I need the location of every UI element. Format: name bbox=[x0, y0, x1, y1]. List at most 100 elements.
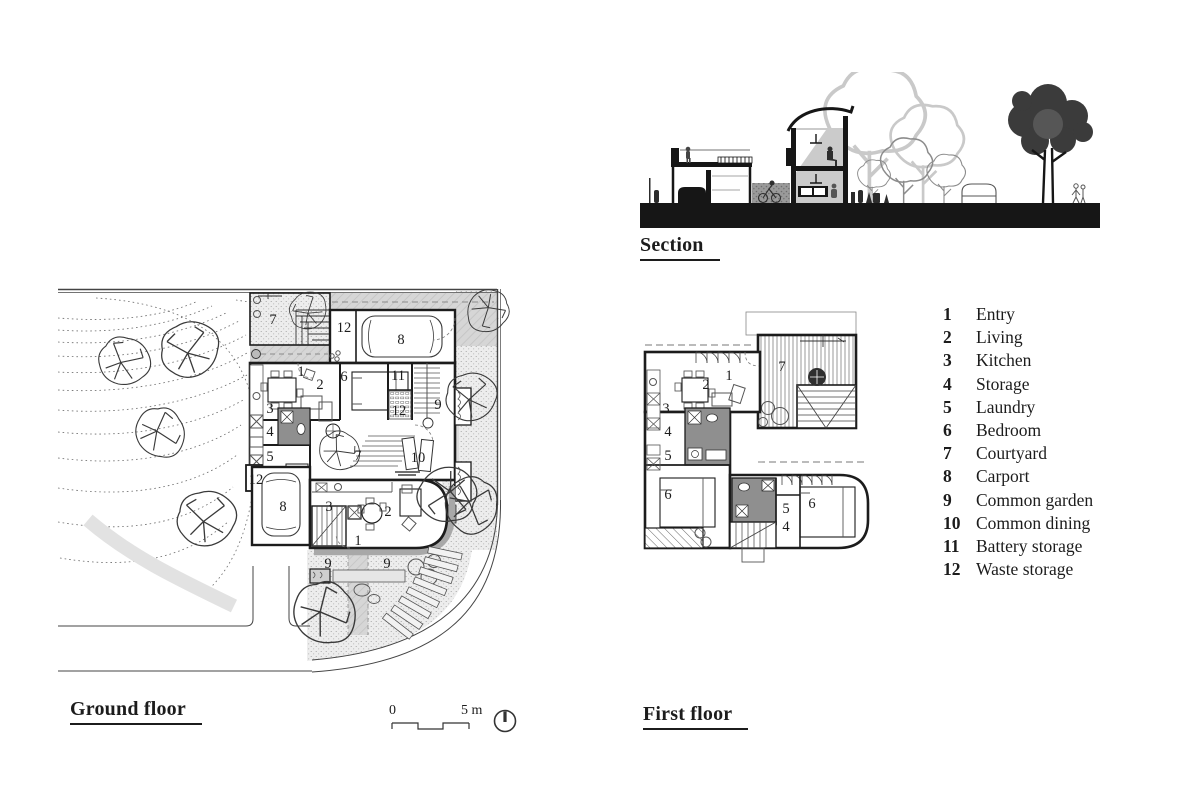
section-tower bbox=[786, 105, 855, 203]
legend-label: Laundry bbox=[976, 396, 1036, 417]
ground-floor-title: Ground floor bbox=[70, 698, 202, 725]
legend-number: 11 bbox=[943, 536, 960, 557]
legend-label: Storage bbox=[976, 373, 1030, 394]
legend-label: Living bbox=[976, 327, 1023, 348]
first-floor-unit-bottom bbox=[728, 473, 870, 563]
room-number: 6 bbox=[808, 496, 815, 512]
scale-start-label: 0 bbox=[389, 703, 396, 718]
room-numbers: 7 12 8 1 2 6 11 3 12 4 5 7 10 9 12 8 3 2… bbox=[249, 312, 442, 572]
ground-floor-plan: 7 12 8 1 2 6 11 3 12 4 5 7 10 9 12 8 3 2… bbox=[57, 283, 515, 673]
first-floor-unit-top bbox=[643, 350, 762, 427]
legend-row: 12 Waste storage bbox=[943, 558, 1093, 581]
first-floor-unit-left bbox=[643, 369, 732, 550]
legend-number: 10 bbox=[943, 512, 961, 533]
cyclist-icon bbox=[757, 180, 782, 204]
room-number: 11 bbox=[391, 368, 405, 384]
room-number: 1 bbox=[297, 364, 304, 380]
scale-bar-line bbox=[391, 722, 470, 730]
legend-row: 10 Common dining bbox=[943, 512, 1093, 535]
legend-row: 8 Carport bbox=[943, 465, 1093, 488]
room-number: 2 bbox=[316, 377, 323, 393]
scale-end-label: 5 m bbox=[461, 703, 483, 718]
legend-label: Common dining bbox=[976, 512, 1091, 533]
legend-row: 4 Storage bbox=[943, 373, 1093, 396]
room-number: 6 bbox=[664, 487, 671, 503]
room-number: 1 bbox=[354, 533, 361, 549]
room-number: 8 bbox=[279, 499, 286, 515]
first-floor-courtyard bbox=[756, 333, 858, 430]
legend-label: Common garden bbox=[976, 489, 1094, 510]
room-number: 7 bbox=[269, 312, 276, 328]
common-garden bbox=[309, 546, 463, 640]
room-number: 3 bbox=[325, 499, 332, 515]
section-title: Section bbox=[640, 234, 720, 261]
unit-b bbox=[245, 464, 456, 556]
person-icon bbox=[685, 146, 691, 163]
room-number: 5 bbox=[664, 448, 671, 464]
room-number: 7 bbox=[354, 448, 361, 464]
legend-number: 1 bbox=[943, 304, 952, 324]
room-number: 1 bbox=[725, 368, 732, 384]
room-number: 4 bbox=[266, 424, 274, 440]
room-number: 10 bbox=[411, 450, 426, 466]
legend-row: 6 Bedroom bbox=[943, 419, 1093, 442]
legend-number: 4 bbox=[943, 373, 952, 394]
legend-row: 11 Battery storage bbox=[943, 535, 1093, 558]
legend-label: Battery storage bbox=[976, 536, 1083, 557]
site-grey-swath bbox=[83, 514, 238, 613]
room-number: 3 bbox=[266, 401, 273, 417]
room-number: 3 bbox=[662, 401, 669, 417]
legend-number: 5 bbox=[943, 396, 952, 417]
section-ground bbox=[640, 203, 1100, 228]
legend-number: 7 bbox=[943, 443, 952, 464]
legend-label: Bedroom bbox=[976, 420, 1042, 441]
room-number: 9 bbox=[383, 556, 390, 572]
legend-row: 3 Kitchen bbox=[943, 349, 1093, 372]
room-number: 6 bbox=[340, 369, 347, 385]
north-arrow-icon bbox=[493, 709, 517, 733]
legend-row: 9 Common garden bbox=[943, 489, 1093, 512]
room-number: 5 bbox=[782, 501, 789, 517]
roads bbox=[58, 288, 502, 673]
legend-label: Courtyard bbox=[976, 443, 1047, 464]
legend-label: Kitchen bbox=[976, 350, 1032, 371]
room-number: 4 bbox=[782, 519, 790, 535]
room-number: 4 bbox=[664, 424, 672, 440]
legend-row: 5 Laundry bbox=[943, 396, 1093, 419]
room-number: 12 bbox=[249, 472, 264, 488]
unit-a bbox=[248, 317, 457, 500]
people-icon bbox=[1071, 183, 1086, 204]
legend-number: 9 bbox=[943, 489, 952, 510]
room-number: 2 bbox=[384, 504, 391, 520]
first-floor-plan: 1 2 3 7 4 5 6 5 6 4 bbox=[643, 311, 870, 563]
room-number: 9 bbox=[324, 556, 331, 572]
scale-bar: 0 5 m bbox=[389, 703, 517, 733]
legend-number: 6 bbox=[943, 420, 952, 441]
site-contours bbox=[57, 297, 501, 591]
room-number: 5 bbox=[266, 449, 273, 465]
first-floor-title: First floor bbox=[643, 703, 749, 730]
car-icon bbox=[961, 183, 997, 203]
large-tree-icon bbox=[1008, 84, 1093, 204]
room-number: 12 bbox=[337, 320, 352, 336]
legend-row: 7 Courtyard bbox=[943, 442, 1093, 465]
room-number: 8 bbox=[397, 332, 404, 348]
legend-number: 8 bbox=[943, 466, 952, 487]
legend-label: Waste storage bbox=[976, 559, 1074, 580]
room-numbers: 1 2 3 7 4 5 6 5 6 4 bbox=[662, 359, 815, 535]
section-drawing bbox=[640, 72, 1100, 228]
legend-label: Carport bbox=[976, 466, 1030, 487]
room-number: 2 bbox=[702, 377, 709, 393]
legend-row: 1 Entry bbox=[943, 303, 1093, 326]
legend-number: 12 bbox=[943, 559, 961, 580]
street-objects bbox=[649, 178, 889, 203]
section-left-building bbox=[671, 146, 753, 203]
room-number: 12 bbox=[392, 403, 407, 419]
room-number: 7 bbox=[778, 359, 785, 375]
legend-label: Entry bbox=[976, 304, 1015, 324]
carport-a bbox=[328, 308, 457, 365]
legend-number: 3 bbox=[943, 350, 952, 371]
